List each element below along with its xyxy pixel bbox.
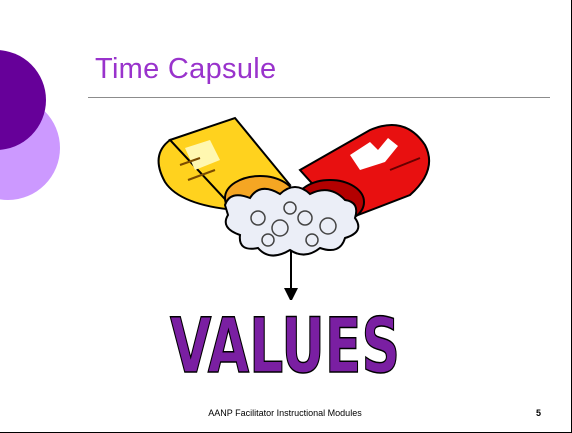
values-wordart: VALUES	[169, 300, 401, 390]
values-wordart-text: VALUES	[170, 301, 400, 390]
arrow-down-icon	[284, 250, 298, 300]
decorative-circle-dark	[0, 50, 46, 150]
slide-footer: AANP Facilitator Instructional Modules	[208, 408, 362, 418]
capsule-granules	[223, 186, 360, 257]
slide-title: Time Capsule	[95, 53, 277, 85]
capsule-yellow-half	[157, 116, 296, 221]
page-number: 5	[536, 408, 542, 418]
decorative-circles	[0, 50, 60, 200]
open-pill-capsule-icon	[157, 116, 430, 300]
title-divider	[88, 97, 550, 98]
